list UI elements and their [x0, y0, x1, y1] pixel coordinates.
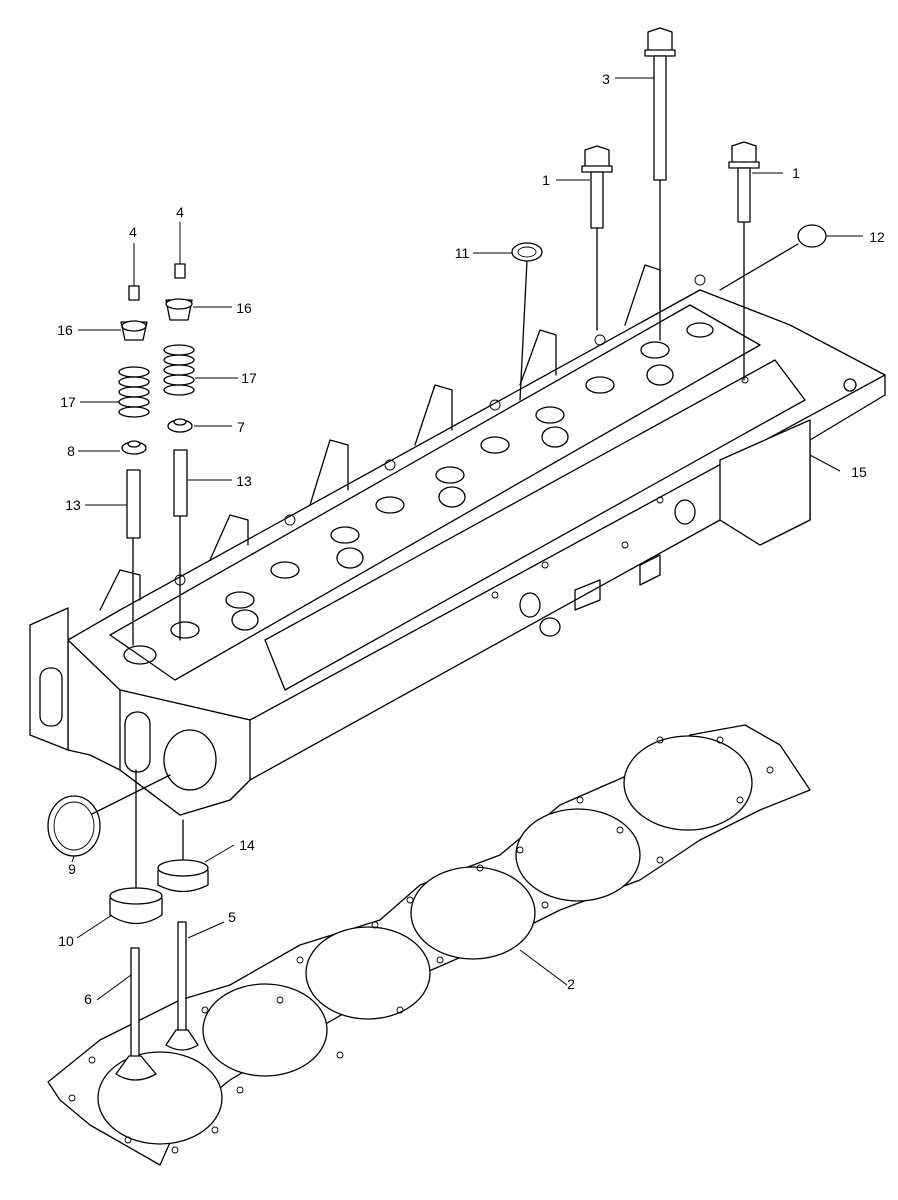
callout-14: 14 — [239, 837, 255, 853]
head-gasket — [47, 724, 811, 1166]
valve-guide-seal — [157, 859, 209, 893]
callout-15: 15 — [851, 464, 867, 480]
callout-16-right: 16 — [236, 300, 252, 316]
head-bolt-right — [728, 141, 760, 381]
valve-stack-right — [163, 263, 195, 641]
head-bolt-long — [644, 27, 676, 341]
valve-seat-insert — [109, 887, 163, 925]
callout-4-right: 4 — [176, 204, 184, 220]
callout-9: 9 — [68, 861, 76, 877]
exhaust-valve — [165, 921, 199, 1051]
callout-1-right: 1 — [792, 165, 800, 181]
callout-4-left: 4 — [129, 224, 137, 240]
leader-lines — [71, 77, 863, 1001]
callout-11: 11 — [454, 245, 470, 261]
intake-valve — [115, 947, 157, 1081]
callout-16-left: 16 — [57, 322, 73, 338]
callout-3: 3 — [602, 71, 610, 87]
callout-5: 5 — [228, 909, 236, 925]
callout-10: 10 — [58, 933, 74, 949]
valve-stack-left — [118, 285, 150, 646]
callout-6: 6 — [84, 991, 92, 1007]
callout-17-right: 17 — [241, 370, 257, 386]
callout-13-right: 13 — [236, 473, 252, 489]
callout-8: 8 — [67, 443, 75, 459]
callout-2: 2 — [567, 976, 575, 992]
callout-13-left: 13 — [65, 497, 81, 513]
callout-17-left: 17 — [60, 394, 76, 410]
expansion-plug — [797, 224, 827, 248]
callout-7: 7 — [237, 419, 245, 435]
head-bolt-left — [581, 145, 613, 331]
seal-ring — [511, 242, 543, 262]
port-seal-ring — [47, 795, 101, 857]
callout-1-left: 1 — [542, 172, 550, 188]
callout-12: 12 — [869, 229, 885, 245]
